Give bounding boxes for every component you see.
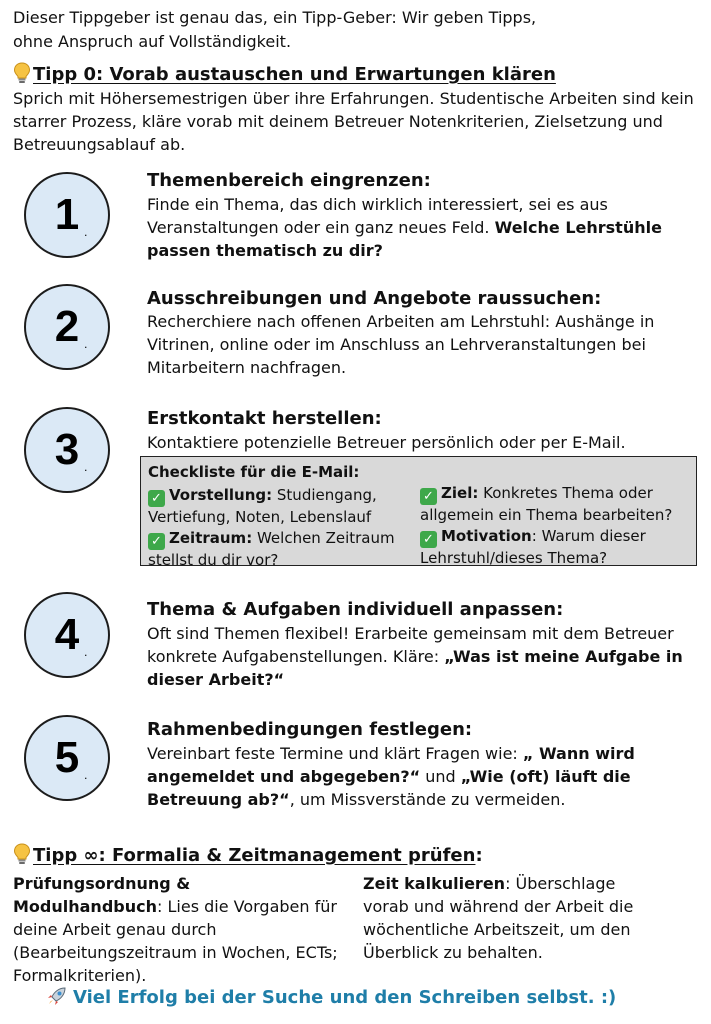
step-dot: . [84, 338, 88, 351]
step-1-circle: 1 . [24, 172, 110, 258]
step-1-bold: Welche Lehrstühle passen thematisch zu d… [147, 218, 662, 260]
pruefungsordnung-label: Prüfungsordnung & Modulhandbuch [13, 874, 191, 916]
tipinf-right-column: Zeit kalkulieren: Überschlage vorab und … [363, 872, 653, 964]
step-1-body: Finde ein Thema, das dich wirklich inter… [147, 195, 608, 237]
step-5-text: Vereinbart feste Termine und klärt Frage… [147, 744, 635, 809]
check-mark-icon: ✓ [148, 490, 165, 507]
tipinf-heading-text: Tipp ∞: Formalia & Zeitmanagement prüfen [33, 845, 476, 866]
step-2-title: Ausschreibungen und Angebote raussuchen: [147, 288, 602, 309]
step-number: 5 [54, 733, 80, 782]
step-dot: . [84, 226, 88, 239]
closing-message: Viel Erfolg bei der Suche und den Schrei… [45, 984, 616, 1011]
step-dot: . [84, 461, 88, 474]
email-checklist: Checkliste für die E-Mail: ✓Vorstellung:… [140, 456, 697, 569]
lightbulb-icon [13, 62, 31, 84]
step-4-title: Thema & Aufgaben individuell anpassen: [147, 599, 564, 620]
step-4-circle: 4 . [24, 592, 110, 678]
step-5-title: Rahmenbedingungen festlegen: [147, 719, 473, 740]
closing-text: Viel Erfolg bei der Suche und den Schrei… [73, 987, 617, 1008]
lightbulb-icon [13, 843, 31, 865]
step-4-bold: „Was ist meine Aufgabe in dieser Arbeit?… [147, 647, 683, 689]
checklist-left-column: ✓Vorstellung: Studiengang, Vertiefung, N… [148, 485, 418, 571]
pruefungsordnung-text: Lies die Vorgaben für deine Arbeit genau… [13, 897, 338, 985]
step-4-text: Oft sind Themen flexibel! Erarbeite geme… [147, 622, 692, 691]
step-1-text: Finde ein Thema, das dich wirklich inter… [147, 193, 692, 262]
step-5-circle: 5 . [24, 715, 110, 801]
step-dot: . [84, 646, 88, 659]
checklist-item-motivation: ✓Motivation: Warum dieser Lehrstuhl/dies… [420, 527, 646, 567]
tipinf-left-column: Prüfungsordnung & Modulhandbuch: Lies di… [13, 874, 338, 985]
step-number: 2 [54, 302, 80, 351]
step-4-body: Oft sind Themen flexibel! Erarbeite geme… [147, 624, 674, 666]
tip0-text: Sprich mit Höhersemestrigen über ihre Er… [13, 89, 694, 154]
checklist-right-column: ✓Ziel: Konkretes Thema oder allgemein ei… [420, 483, 692, 569]
step-dot: . [84, 769, 88, 782]
intro-text: Dieser Tippgeber ist genau das, ein Tipp… [13, 6, 703, 54]
tipinf-heading: Tipp ∞: Formalia & Zeitmanagement prüfen… [13, 843, 483, 868]
rocket-icon [48, 987, 66, 1005]
step-3-title: Erstkontakt herstellen: [147, 408, 382, 429]
checklist-item-vorstellung: ✓Vorstellung: Studiengang, Vertiefung, N… [148, 486, 377, 526]
checklist-item-zeitraum: ✓Zeitraum: Welchen Zeitraum stellst du d… [148, 529, 395, 569]
tip0-heading-text: Tipp 0: Vorab austauschen und Erwartunge… [33, 64, 556, 85]
step-3-circle: 3 . [24, 407, 110, 493]
checklist-item-ziel: ✓Ziel: Konkretes Thema oder allgemein ei… [420, 484, 673, 524]
step-number: 3 [54, 425, 80, 474]
tip0-heading: Tipp 0: Vorab austauschen und Erwartunge… [13, 62, 556, 87]
step-1-title: Themenbereich eingrenzen: [147, 170, 431, 191]
check-mark-icon: ✓ [420, 488, 437, 505]
step-2-circle: 2 . [24, 284, 110, 370]
zeit-text: : Überschlage vorab und während der Arbe… [363, 874, 634, 962]
intro-line-1: Dieser Tippgeber ist genau das, ein Tipp… [13, 8, 537, 27]
check-mark-icon: ✓ [148, 533, 165, 550]
step-3-text: Kontaktiere potenzielle Betreuer persönl… [147, 433, 626, 452]
check-mark-icon: ✓ [420, 531, 437, 548]
zeit-label: Zeit kalkulieren [363, 874, 506, 893]
step-2-text: Recherchiere nach offenen Arbeiten am Le… [147, 312, 655, 377]
step-number: 1 [54, 190, 80, 239]
step-number: 4 [54, 610, 80, 659]
checklist-title: Checkliste für die E-Mail: [148, 463, 360, 481]
intro-line-2: ohne Anspruch auf Vollständigkeit. [13, 32, 292, 51]
